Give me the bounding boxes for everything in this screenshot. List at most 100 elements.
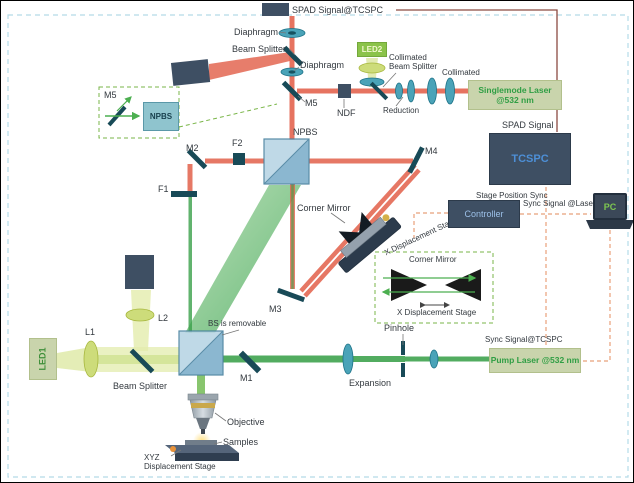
diaphragm-top-aperture xyxy=(288,31,296,35)
label-reduction: Reduction xyxy=(383,106,420,115)
label-x-displacement-stage-inset: X Displacement Stage xyxy=(397,308,477,317)
label-spad-signal: SPAD Signal xyxy=(502,120,554,130)
label-collimated: Collimated xyxy=(442,68,480,77)
red-beam-horizontal-top xyxy=(297,88,468,94)
stage-knob xyxy=(170,446,176,452)
label-beam-splitter-top: Beam Splitter xyxy=(232,44,287,54)
red-beam-diagonal-1 xyxy=(299,163,417,293)
mirror-m1 xyxy=(238,350,262,374)
green-beam-m3-vertical xyxy=(291,184,294,289)
inset-corner-mirror xyxy=(374,251,494,324)
label-m5: M5 xyxy=(305,98,318,108)
objective-lens xyxy=(187,393,219,434)
tcspc-box: TCSPC xyxy=(489,133,571,185)
relay-lens xyxy=(429,349,439,369)
label-objective: Objective xyxy=(227,417,265,427)
stage-sync-line xyxy=(413,212,448,238)
beam-splitter-top-plate xyxy=(282,45,304,67)
label-expansion: Expansion xyxy=(349,378,392,388)
laptop-base xyxy=(586,220,633,229)
label-m3: M3 xyxy=(269,304,282,314)
pump-beam-3 xyxy=(223,355,349,363)
filter-f1 xyxy=(171,191,197,197)
pinhole-top xyxy=(401,341,405,355)
spad-detector-top xyxy=(262,3,289,16)
inset1-connector xyxy=(178,103,278,128)
corner-mirror-assembly xyxy=(338,212,402,273)
npbs-cube xyxy=(263,138,310,185)
pump-beam-down xyxy=(197,375,205,395)
sample-slide xyxy=(185,440,217,445)
label-m1: M1 xyxy=(240,373,253,383)
collimating-lens-1 xyxy=(427,77,437,105)
label-sync-signal-laser: Sync Signal @Laser xyxy=(523,199,596,208)
green-diagonal-beam xyxy=(185,185,301,333)
label-corner-mirror-inset: Corner Mirror xyxy=(409,255,457,264)
led1-label: LED1 xyxy=(37,347,48,371)
collimated-beam-splitter-plate xyxy=(369,81,389,101)
collimating-lens-2 xyxy=(445,77,455,105)
led1-beam-core xyxy=(91,355,179,364)
label-corner-mirror: Corner Mirror xyxy=(297,203,351,213)
lens-l2 xyxy=(125,308,155,322)
led2-box: LED2 xyxy=(357,42,387,57)
removable-bs-cube xyxy=(178,330,224,376)
pump-beam-1 xyxy=(405,356,491,362)
mirror-m2 xyxy=(186,148,208,170)
mirror-m4 xyxy=(407,146,425,174)
label-beam-splitter-bottom: Beam Splitter xyxy=(113,381,168,391)
led1-box: LED1 xyxy=(29,338,57,380)
label-m2: M2 xyxy=(186,143,199,153)
label-npbs: NPBS xyxy=(293,127,318,137)
label-diaphragm-mid: Diaphragm xyxy=(300,60,345,70)
sync-laser-line xyxy=(582,230,611,362)
pointer-lines xyxy=(170,31,404,457)
npbs-inset-box: NPBS xyxy=(143,102,179,131)
red-beam-right-arm xyxy=(309,158,413,164)
label-spad-signal-tcspc: SPAD Signal@TCSPC xyxy=(292,5,383,15)
label-pinhole: Pinhole xyxy=(384,323,415,333)
green-beam-f1-down xyxy=(188,197,192,333)
beam-splitter-bottom-plate xyxy=(129,348,155,374)
label-f2: F2 xyxy=(232,138,243,148)
led1-beam-cone xyxy=(57,347,91,372)
label-ndf: NDF xyxy=(337,108,356,118)
label-stage-position-sync: Stage Position Sync xyxy=(476,191,548,200)
xyz-stage-front xyxy=(175,453,239,461)
label-m5-inset: M5 xyxy=(104,90,117,100)
camera-box xyxy=(125,255,154,289)
pc-screen: PC xyxy=(593,193,627,220)
pinhole-bottom xyxy=(401,363,405,377)
diaphragm-mid-aperture xyxy=(288,70,296,74)
red-beam-m2-down xyxy=(187,164,193,192)
label-bs-removable: BS is removable xyxy=(208,319,267,328)
label-collimated-bs: Collimated Beam Splitter xyxy=(389,53,438,72)
pump-laser-box: Pump Laser @532 nm xyxy=(489,348,581,373)
red-beam-to-detector xyxy=(209,52,290,80)
label-l1: L1 xyxy=(85,327,96,337)
label-xyz-stage: XYZ Displacement Stage xyxy=(144,453,216,472)
label-m4: M4 xyxy=(425,146,438,156)
dashed-frame xyxy=(7,14,629,478)
label-f1: F1 xyxy=(158,184,169,194)
expansion-lens xyxy=(342,343,354,375)
mirror-m3 xyxy=(276,287,306,303)
mirror-m5 xyxy=(281,80,303,102)
label-samples: Samples xyxy=(223,437,259,447)
ndf-filter xyxy=(338,84,351,98)
lens-l1 xyxy=(83,340,99,378)
label-sync-signal-tcspc: Sync Signal@TCSPC xyxy=(485,335,563,344)
reduction-lens-1 xyxy=(395,82,403,100)
label-diaphragm-top: Diaphragm xyxy=(234,27,279,37)
pump-beam-2 xyxy=(349,356,405,362)
label-l2: L2 xyxy=(158,313,169,323)
red-beam-vertical-top xyxy=(289,16,295,140)
detector-top-left xyxy=(170,59,211,86)
led2-lens xyxy=(358,62,386,74)
xyz-stage-top xyxy=(165,445,239,453)
singlemode-laser-box: Singlemode Laser @532 nm xyxy=(468,80,562,110)
filter-f2 xyxy=(233,153,245,165)
controller-box: Controller xyxy=(448,200,520,228)
